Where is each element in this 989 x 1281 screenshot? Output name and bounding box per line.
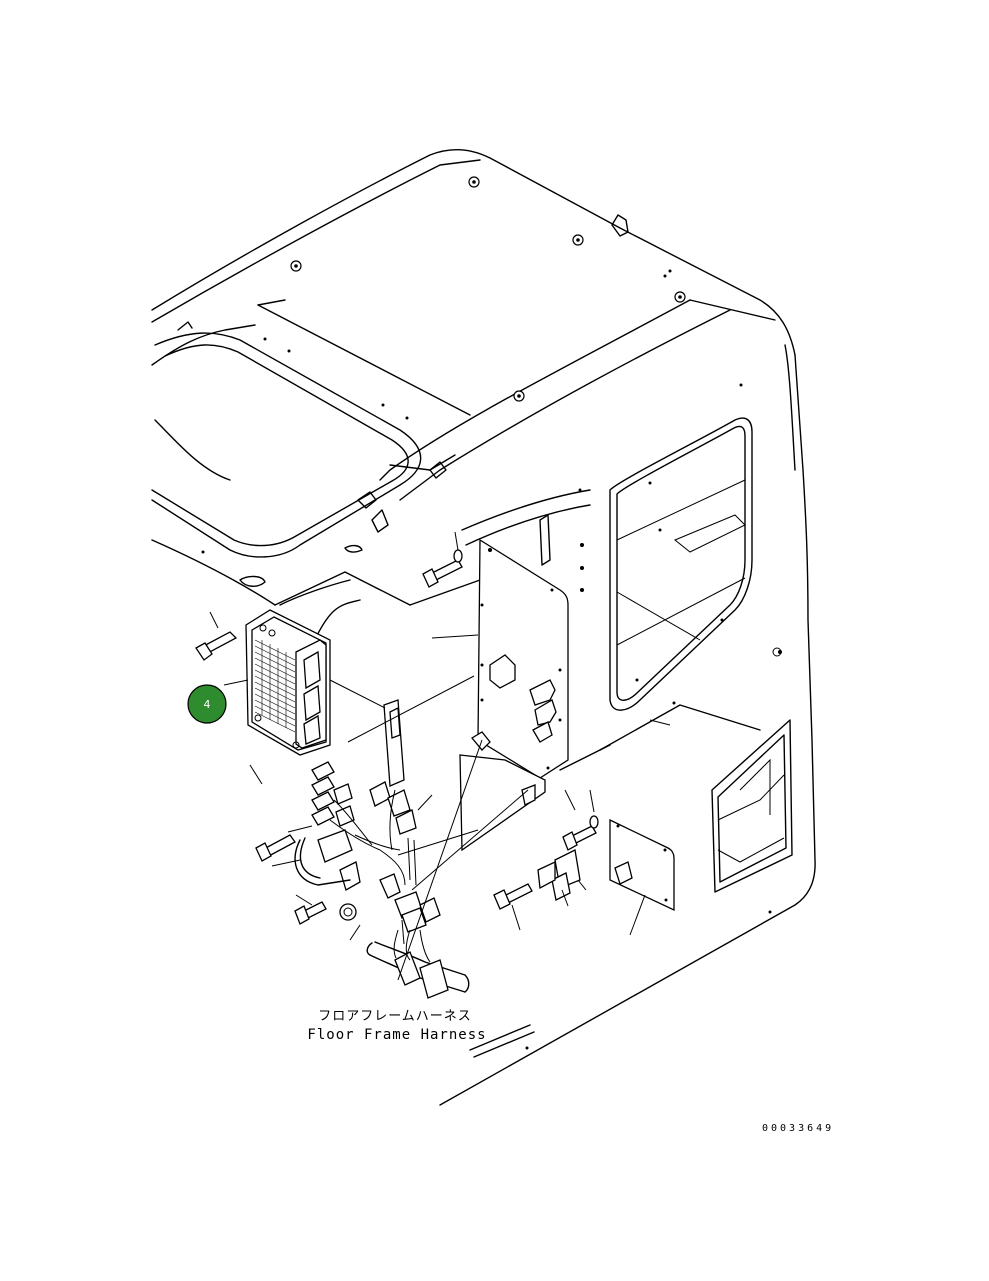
cab-side-wall [439,344,816,1106]
cab-roof [151,149,796,606]
bolt [562,815,599,851]
floor-frame-harness [294,789,470,999]
bolt [255,834,296,862]
bolt [493,883,533,910]
bolt [422,549,463,588]
callout-4[interactable]: 4 [187,684,227,724]
cab-back-wall [279,489,591,1058]
harness-label-japanese: フロアフレームハーネス [318,1009,472,1024]
controller-unit [245,609,331,756]
relay-bracket-plate [537,818,675,912]
drawing-code: 00033649 [762,1123,834,1134]
callout-4-circle [187,684,227,724]
harness-label-english: Floor Frame Harness [307,1027,486,1043]
leader-lines [209,531,646,981]
callout-4-number: 4 [204,698,211,711]
relay-cluster [311,699,441,933]
bolt [195,631,238,661]
mounting-plate [459,538,569,852]
bolt [294,901,327,925]
